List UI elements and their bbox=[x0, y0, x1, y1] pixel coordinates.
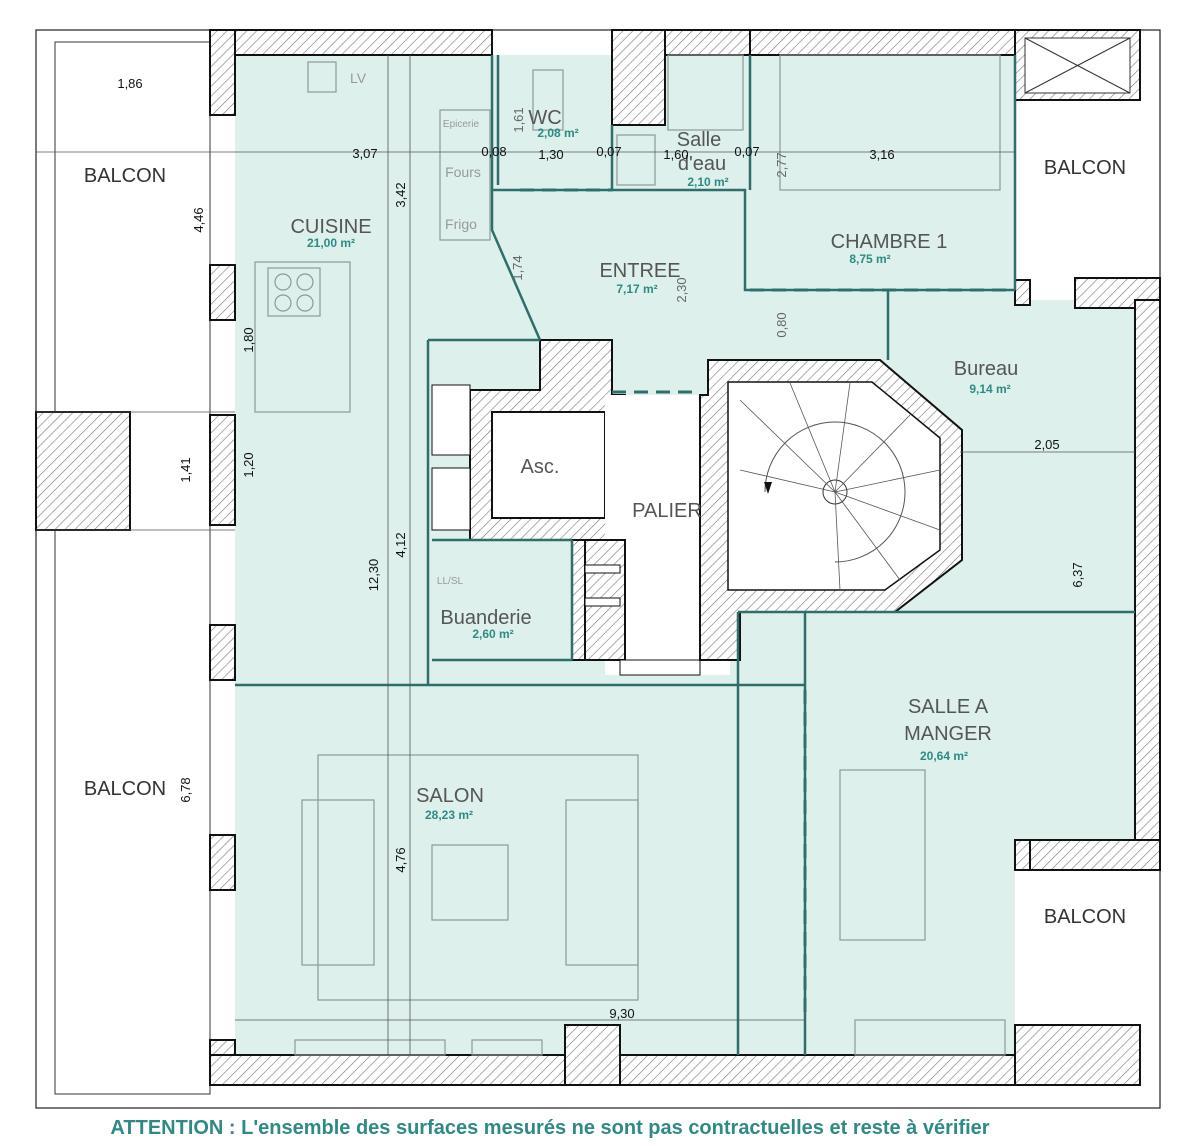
dim-9-30: 9,30 bbox=[609, 1006, 634, 1021]
dim-1-74: 1,74 bbox=[510, 255, 525, 280]
exterior-walls bbox=[35, 29, 1161, 1086]
room-name-bureau: Bureau bbox=[954, 358, 1019, 380]
balcony-label-bottom-right: BALCON bbox=[1044, 906, 1126, 928]
balcony-top-right-area bbox=[1015, 100, 1140, 300]
fixture-frigo: Frigo bbox=[445, 216, 477, 232]
dim-2-77: 2,77 bbox=[774, 152, 789, 177]
dim-1-80: 1,80 bbox=[241, 327, 256, 352]
dim-4-76: 4,76 bbox=[393, 847, 408, 872]
stair-arrow-icon bbox=[764, 482, 772, 494]
dim-1-60: 1,60 bbox=[663, 147, 688, 162]
dim-4-46: 4,46 bbox=[191, 207, 206, 232]
room-area-entree: 7,17 m² bbox=[616, 282, 657, 296]
dim-4-12: 4,12 bbox=[393, 532, 408, 557]
dim-3-07: 3,07 bbox=[352, 146, 377, 161]
room-area-salle-manger: 20,64 m² bbox=[920, 749, 968, 763]
balcony-rail-left bbox=[54, 41, 211, 1095]
room-name-asc: Asc. bbox=[521, 456, 560, 478]
dim-1-86: 1,86 bbox=[117, 76, 142, 91]
dim-1-30: 1,30 bbox=[538, 147, 563, 162]
core bbox=[431, 339, 963, 676]
balcony-label-top-right: BALCON bbox=[1044, 157, 1126, 179]
furniture bbox=[36, 54, 1135, 1056]
dim-6-78: 6,78 bbox=[178, 777, 193, 802]
room-name-salle-eau-2: d'eau bbox=[678, 153, 726, 175]
dim-0-07-b: 0,07 bbox=[734, 144, 759, 159]
room-name-chambre1: CHAMBRE 1 bbox=[831, 231, 948, 253]
dim-12-30: 12,30 bbox=[366, 559, 381, 592]
room-area-cuisine: 21,00 m² bbox=[307, 236, 355, 250]
room-name-buanderie: Buanderie bbox=[440, 607, 531, 629]
dim-1-61: 1,61 bbox=[511, 107, 526, 132]
fixture-epicerie: Epicerie bbox=[443, 119, 480, 130]
dim-3-16: 3,16 bbox=[869, 147, 894, 162]
fixture-lv: LV bbox=[350, 70, 367, 86]
fixture-llsl: LL/SL bbox=[437, 576, 464, 587]
disclaimer-note: ATTENTION : L'ensemble des surfaces mesu… bbox=[110, 1117, 989, 1139]
balcony-bottom-right-area bbox=[1015, 845, 1140, 1030]
room-name-wc: WC bbox=[528, 107, 561, 129]
room-area-salon: 28,23 m² bbox=[425, 808, 473, 822]
room-area-bureau: 9,14 m² bbox=[969, 382, 1010, 396]
dim-2-05: 2,05 bbox=[1034, 437, 1059, 452]
room-name-entree: ENTREE bbox=[599, 260, 680, 282]
dim-0-80: 0,80 bbox=[774, 312, 789, 337]
room-name-cuisine: CUISINE bbox=[290, 216, 371, 238]
room-name-salle-manger-1: SALLE A bbox=[908, 696, 989, 718]
dim-6-37: 6,37 bbox=[1070, 562, 1085, 587]
dim-1-41: 1,41 bbox=[178, 457, 193, 482]
room-area-wc: 2,08 m² bbox=[537, 126, 578, 140]
fixture-fours: Fours bbox=[445, 164, 481, 180]
room-name-salle-manger-2: MANGER bbox=[904, 723, 992, 745]
dim-3-42: 3,42 bbox=[393, 182, 408, 207]
room-area-chambre1: 8,75 m² bbox=[849, 252, 890, 266]
balcony-label-bottom-left: BALCON bbox=[84, 778, 166, 800]
dim-1-20: 1,20 bbox=[241, 452, 256, 477]
balcony-label-top-left: BALCON bbox=[84, 165, 166, 187]
partitions bbox=[235, 55, 1135, 1055]
dim-2-30: 2,30 bbox=[674, 277, 689, 302]
room-area-buanderie: 2,60 m² bbox=[472, 627, 513, 641]
room-name-salon: SALON bbox=[416, 785, 484, 807]
room-area-salle-eau: 2,10 m² bbox=[687, 175, 728, 189]
room-name-palier: PALIER bbox=[632, 500, 702, 522]
dim-0-07-a: 0,07 bbox=[596, 144, 621, 159]
room-name-salle-eau-1: Salle bbox=[677, 129, 721, 151]
dim-0-08: 0,08 bbox=[481, 144, 506, 159]
